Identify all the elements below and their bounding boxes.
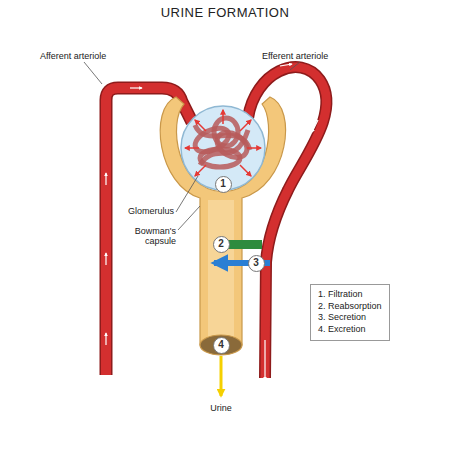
legend-box: 1. Filtration2. Reabsorption3. Secretion… (310, 284, 390, 341)
part-label: Glomerulus (128, 206, 174, 216)
tubule-highlight (208, 200, 234, 345)
flow-arrows (106, 88, 142, 345)
reabsorption-bar (226, 240, 262, 249)
urine-arrow (220, 356, 223, 396)
legend-text: 2. Reabsorption (318, 301, 382, 313)
legend-text: 3. Secretion (318, 312, 382, 324)
output-label: Urine (210, 403, 232, 413)
callout-circle: 1 (215, 176, 232, 193)
part-label: Efferent arteriole (262, 51, 328, 61)
afferent-arteriole (106, 88, 192, 375)
callout-number: 4 (218, 340, 224, 350)
diagram-title: URINE FORMATION (0, 5, 450, 20)
callout-circle: 4 (213, 337, 230, 354)
part-label: Afferent arteriole (40, 51, 106, 61)
capillary-tuft (191, 118, 251, 167)
afferent-arteriole (106, 88, 192, 375)
part-label: Bowman's capsule (120, 226, 176, 247)
legend-text: 1. Filtration (318, 289, 382, 301)
bowmans-capsule (160, 97, 285, 345)
callout-circle: 3 (248, 255, 265, 272)
callout-number: 1 (220, 179, 226, 189)
filtration-arrows (185, 110, 261, 176)
callout-circle: 2 (213, 236, 230, 253)
callout-number: 2 (218, 239, 224, 249)
callout-number: 3 (253, 258, 259, 268)
tubule-opening (200, 335, 242, 355)
leader-lines (84, 62, 300, 230)
legend-text: 4. Excretion (318, 324, 382, 336)
